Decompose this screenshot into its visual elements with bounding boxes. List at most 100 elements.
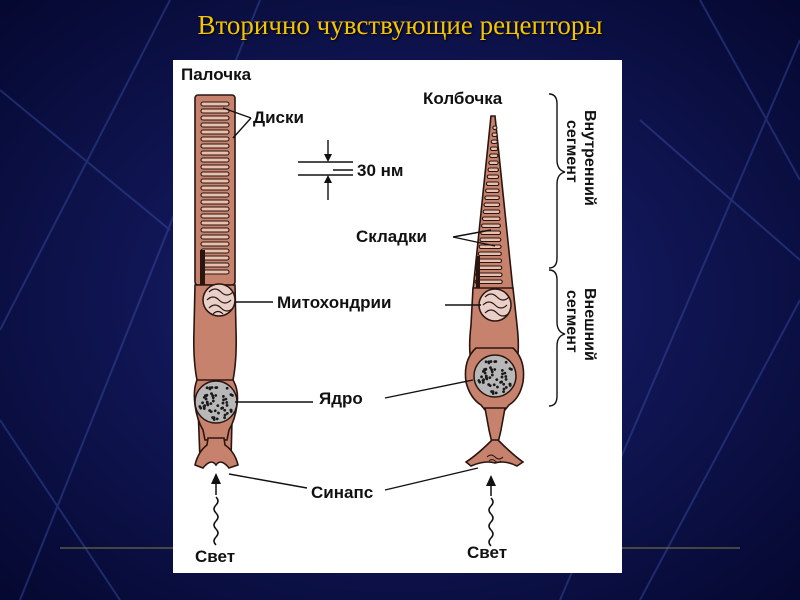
cone-cell — [464, 115, 525, 547]
chromatin-dot — [480, 375, 483, 379]
label-inner-segment-2: сегмент — [563, 120, 580, 183]
rod-disc — [200, 185, 230, 191]
rod-disc — [200, 234, 230, 240]
chromatin-dot — [224, 397, 228, 401]
chromatin-dot — [214, 386, 218, 389]
rod-disc — [200, 122, 230, 128]
chromatin-dot — [205, 386, 209, 390]
rod-title: Палочка — [181, 65, 252, 84]
label-spacing: 30 нм — [357, 161, 403, 180]
chromatin-dot — [203, 404, 207, 408]
rod-disc — [200, 129, 230, 135]
chromatin-dot — [210, 392, 213, 395]
chromatin-dot — [214, 394, 218, 397]
rod-disc — [200, 157, 230, 163]
chromatin-dot — [493, 368, 497, 371]
chromatin-dot — [229, 410, 233, 413]
chromatin-dot — [221, 401, 225, 405]
label-nucleus: Ядро — [319, 389, 363, 408]
rod-disc — [200, 150, 230, 156]
chromatin-dot — [225, 411, 229, 415]
chromatin-dot — [502, 387, 506, 391]
label-light-right: Свет — [467, 543, 507, 562]
chromatin-dot — [204, 397, 208, 401]
cone-fold — [490, 139, 498, 145]
rod-disc — [200, 255, 230, 261]
chromatin-dot — [206, 402, 209, 406]
rod-disc — [200, 227, 230, 233]
rod-cell — [193, 94, 239, 546]
cone-fold — [477, 251, 502, 257]
chromatin-dot — [483, 368, 486, 371]
rod-disc — [200, 192, 230, 198]
chromatin-dot — [504, 378, 508, 381]
chromatin-dot — [223, 413, 227, 417]
chromatin-dot — [488, 384, 492, 388]
chromatin-dot — [504, 360, 508, 364]
label-outer-segment-1: Внешний — [581, 288, 598, 361]
chromatin-dot — [223, 408, 227, 412]
chromatin-dot — [223, 416, 226, 420]
label-outer-segment-2: сегмент — [563, 290, 580, 353]
chromatin-dot — [477, 379, 481, 382]
chromatin-dot — [490, 368, 494, 372]
cone-fold — [487, 167, 499, 173]
cone-title: Колбочка — [423, 89, 503, 108]
chromatin-dot — [493, 360, 497, 363]
cone-fold — [474, 279, 503, 285]
chromatin-dot — [201, 401, 204, 405]
cone-fold — [479, 237, 502, 243]
chromatin-dot — [229, 393, 233, 396]
rod-disc — [200, 206, 230, 212]
cone-fold — [489, 146, 499, 152]
rod-disc — [200, 164, 230, 170]
chromatin-dot — [501, 372, 504, 376]
cone-fold — [481, 216, 501, 222]
rod-disc — [200, 262, 230, 268]
chromatin-dot — [225, 404, 229, 407]
chromatin-dot — [198, 405, 202, 408]
chromatin-dot — [487, 360, 491, 364]
chromatin-dot — [504, 375, 508, 378]
chromatin-dot — [222, 398, 225, 402]
cone-fold — [475, 272, 503, 278]
chromatin-dot — [485, 376, 488, 380]
rod-disc — [200, 269, 230, 275]
chromatin-dot — [215, 417, 219, 421]
cone-fold — [484, 195, 500, 201]
label-synapse: Синапс — [311, 483, 373, 502]
rod-disc — [200, 241, 230, 247]
chromatin-dot — [503, 371, 507, 375]
slide-title: Вторично чувствующие рецепторы — [197, 10, 603, 40]
cone-fold — [482, 209, 501, 215]
chromatin-dot — [210, 386, 214, 389]
label-discs: Диски — [253, 108, 304, 127]
cone-fold — [489, 153, 499, 159]
diagram-panel: Палочка Колбочка Диски 30 нм Складки Мит… — [173, 60, 622, 573]
chromatin-dot — [208, 386, 212, 390]
rod-disc — [200, 143, 230, 149]
chromatin-dot — [482, 378, 486, 382]
chromatin-dot — [220, 407, 223, 410]
chromatin-dot — [496, 385, 499, 389]
label-light-left: Свет — [195, 547, 235, 566]
chromatin-dot — [499, 381, 502, 384]
chromatin-dot — [209, 402, 213, 406]
label-inner-segment-1: Внутренний — [581, 110, 598, 206]
rod-disc — [200, 213, 230, 219]
cone-fold — [492, 125, 498, 131]
label-folds: Складки — [356, 227, 427, 246]
chromatin-dot — [217, 411, 220, 415]
chromatin-dot — [483, 371, 487, 375]
cone-fold — [476, 265, 503, 271]
chromatin-dot — [204, 394, 207, 397]
pointer-lines — [222, 93, 566, 491]
chromatin-dot — [494, 391, 498, 395]
rod-disc — [200, 220, 230, 226]
chromatin-dot — [490, 370, 494, 374]
chromatin-dot — [225, 386, 229, 390]
cone-fold — [485, 188, 500, 194]
chromatin-dot — [492, 383, 496, 387]
rod-disc — [200, 101, 230, 107]
rod-disc — [200, 178, 230, 184]
